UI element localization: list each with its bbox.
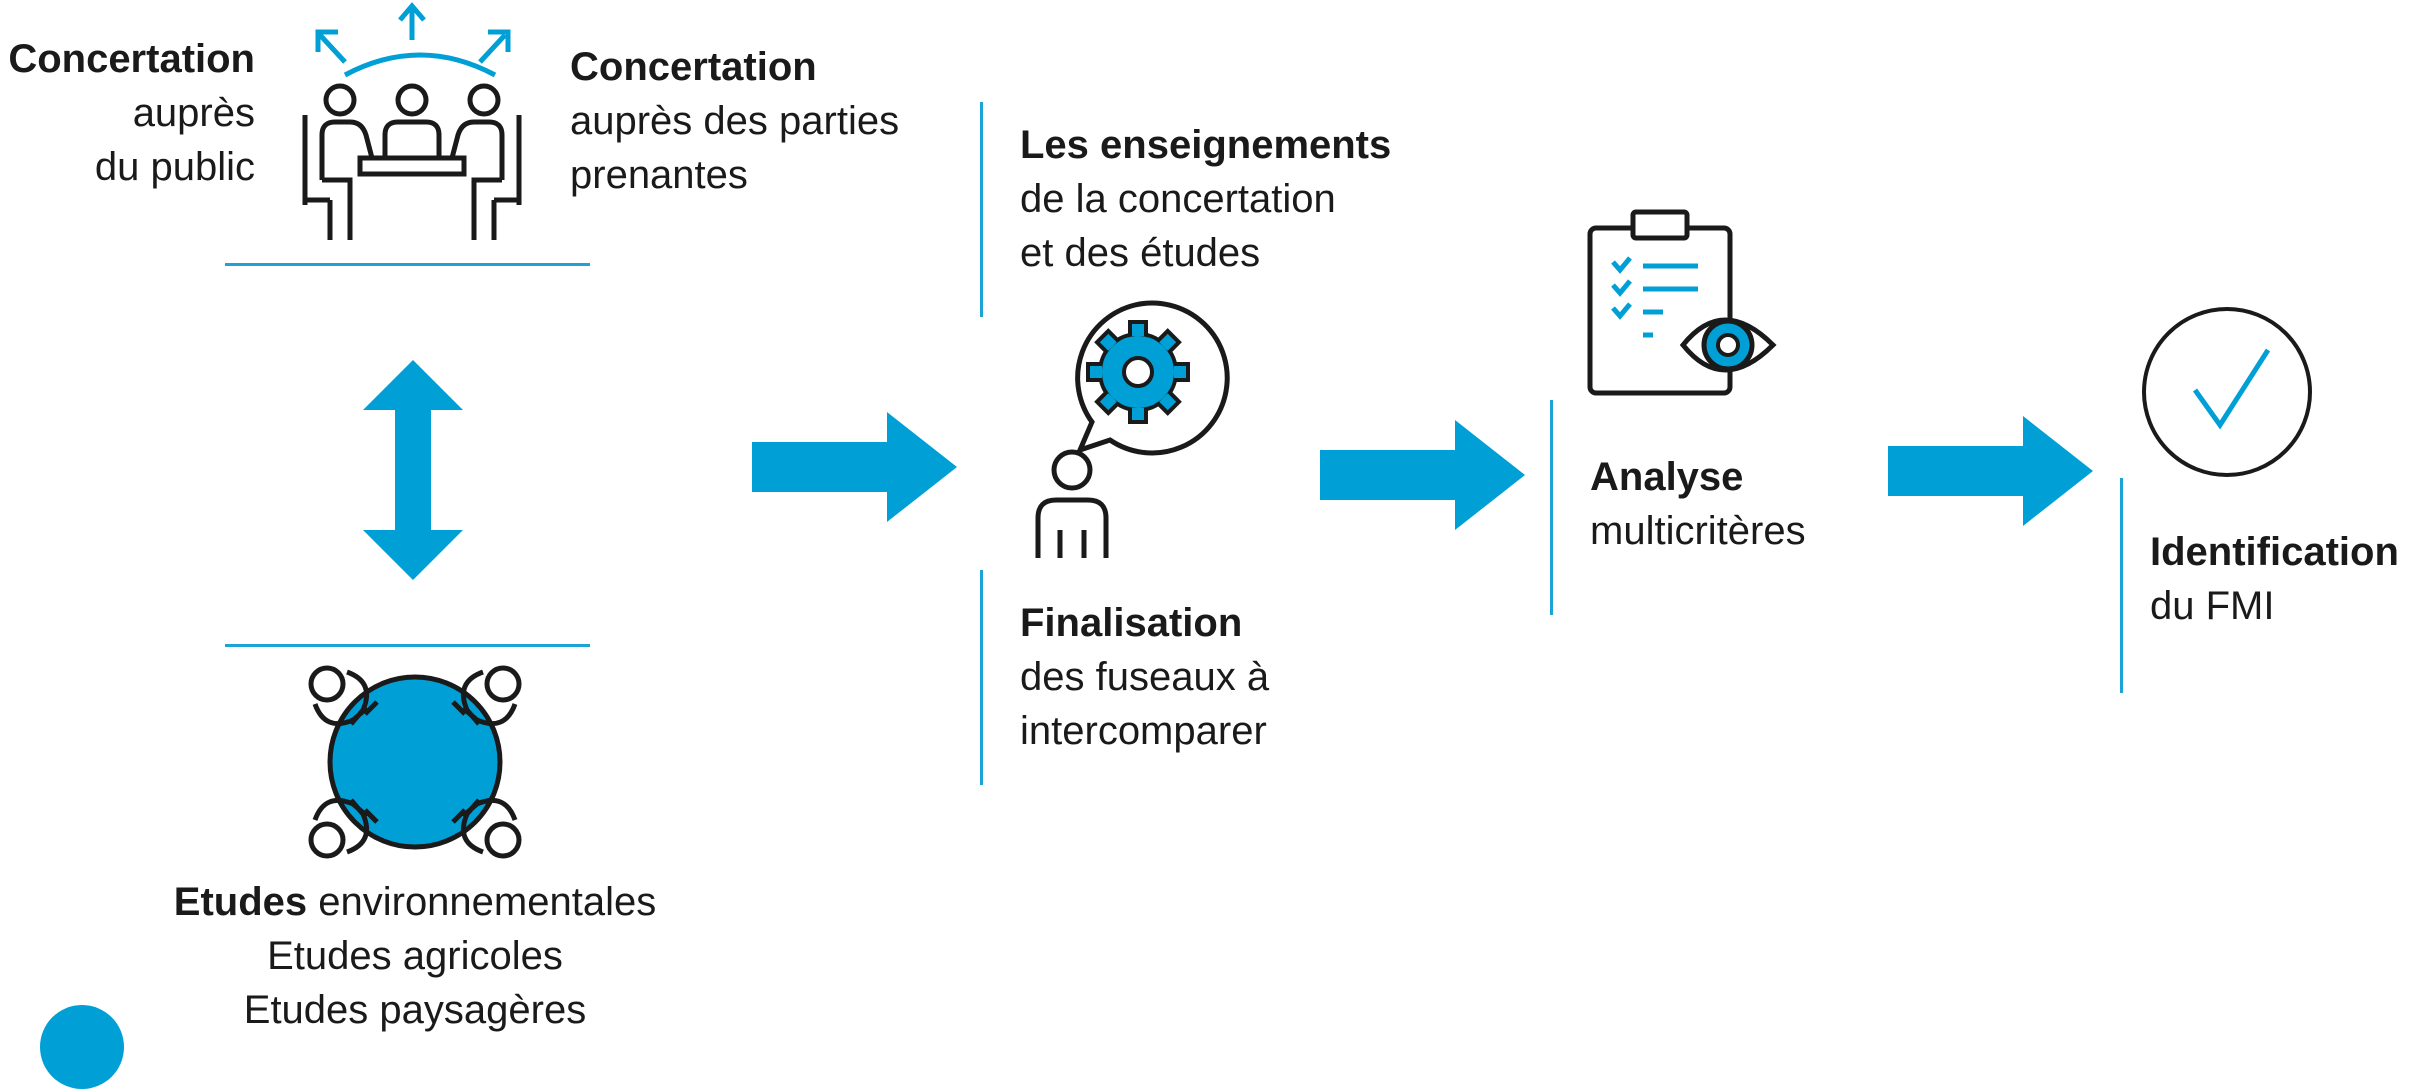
divider-top xyxy=(225,263,590,266)
divider-finalisation xyxy=(980,570,983,785)
analyse-title: Analyse xyxy=(1590,455,1744,499)
etudes-title: Etudes xyxy=(173,880,308,924)
concertation-public-line2: du public xyxy=(94,145,255,189)
arrow-right-icon xyxy=(752,412,957,522)
identification-title: Identification xyxy=(2150,530,2399,574)
concertation-public-text: Concertation auprès du public xyxy=(8,32,255,194)
arrow-right-icon xyxy=(1320,420,1525,530)
clipboard-checklist-eye-icon xyxy=(1587,209,1777,396)
divider-bottom xyxy=(225,644,590,647)
identification-text: Identification du FMI xyxy=(2150,525,2399,633)
round-table-icon xyxy=(308,665,522,859)
decorative-circle xyxy=(40,1005,124,1089)
enseignements-text: Les enseignements de la concertation et … xyxy=(1020,118,1391,280)
concertation-parties-title: Concertation xyxy=(570,45,817,89)
arrow-right-icon xyxy=(1888,416,2093,526)
check-circle-icon xyxy=(2142,307,2312,477)
enseignements-line2: et des études xyxy=(1020,231,1261,275)
etudes-line1: environnementales xyxy=(307,880,657,924)
etudes-text: Etudes environnementales Etudes agricole… xyxy=(100,875,730,1037)
finalisation-text: Finalisation des fuseaux à intercomparer xyxy=(1020,596,1269,758)
analyse-line1: multicritères xyxy=(1590,509,1806,553)
enseignements-title: Les enseignements xyxy=(1020,123,1392,167)
analyse-text: Analyse multicritères xyxy=(1590,450,1806,558)
meeting-table-icon xyxy=(302,2,522,240)
person-thinking-gear-icon xyxy=(1035,300,1230,558)
finalisation-line1: des fuseaux à xyxy=(1020,655,1270,699)
etudes-line2: Etudes agricoles xyxy=(267,934,563,978)
finalisation-title: Finalisation xyxy=(1020,601,1243,645)
finalisation-line2: intercomparer xyxy=(1020,709,1267,753)
concertation-parties-text: Concertation auprès des parties prenante… xyxy=(570,40,899,202)
etudes-line3: Etudes paysagères xyxy=(243,988,587,1032)
divider-enseignements xyxy=(980,102,983,317)
divider-identification xyxy=(2120,478,2123,693)
enseignements-line1: de la concertation xyxy=(1020,177,1336,221)
identification-line1: du FMI xyxy=(2150,584,2275,628)
double-arrow-vertical-icon xyxy=(363,360,463,580)
concertation-parties-line2: prenantes xyxy=(570,153,748,197)
concertation-public-title: Concertation xyxy=(8,37,255,81)
concertation-parties-line1: auprès des parties xyxy=(570,99,900,143)
concertation-public-line1: auprès xyxy=(132,91,255,135)
divider-analyse xyxy=(1550,400,1553,615)
